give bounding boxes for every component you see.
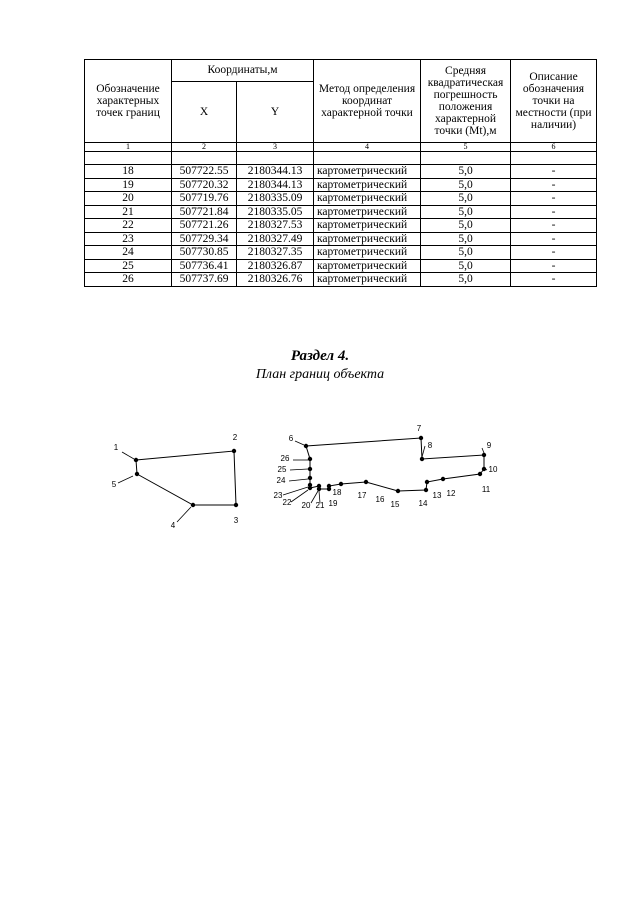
point-label: 21 <box>316 501 325 510</box>
cell-method: картометрический <box>313 272 422 287</box>
leader-line <box>318 490 321 504</box>
cell-y: 2180327.35 <box>235 245 315 260</box>
header-error: Средняя квадратическая погрешность полож… <box>420 59 512 143</box>
contour-2-outline <box>305 437 485 492</box>
point-label: 4 <box>171 521 176 530</box>
coordinates-table: Обозначение характерных точек границ Коо… <box>84 59 598 287</box>
blank-cell <box>510 151 598 165</box>
boundary-point <box>363 479 369 485</box>
boundary-point <box>419 456 425 462</box>
cell-desc: - <box>510 245 598 260</box>
cell-y: 2180326.87 <box>235 258 315 273</box>
point-label: 14 <box>419 499 428 508</box>
boundary-point <box>316 483 322 489</box>
header-method: Метод определения координат характерной … <box>313 59 422 143</box>
leader-line <box>481 447 485 454</box>
leader-line <box>310 490 319 504</box>
leader-line <box>117 475 134 484</box>
contour-1-outline <box>135 450 237 506</box>
leader-line <box>176 506 192 523</box>
point-label: 10 <box>489 465 498 474</box>
boundary-point <box>307 456 313 462</box>
boundary-point <box>326 486 332 492</box>
point-label: 8 <box>428 441 433 450</box>
point-label: 7 <box>417 424 422 433</box>
point-label: 24 <box>277 476 286 485</box>
point-label: 18 <box>333 488 342 497</box>
point-label: 26 <box>281 454 290 463</box>
cell-error: 5,0 <box>420 272 512 287</box>
cell-y: 2180326.76 <box>235 272 315 287</box>
cell-point: 26 <box>84 272 172 287</box>
cell-x: 507736.41 <box>171 258 237 273</box>
blank-cell <box>235 151 315 165</box>
boundary-point <box>338 481 344 487</box>
point-label: 2 <box>233 433 238 442</box>
point-label: 23 <box>274 491 283 500</box>
leader-line <box>290 489 309 503</box>
point-label: 16 <box>376 495 385 504</box>
boundary-point <box>190 502 196 508</box>
point-label: 20 <box>302 501 311 510</box>
boundary-point <box>231 448 237 454</box>
cell-method: картометрический <box>313 258 422 273</box>
blank-row <box>84 151 598 165</box>
point-label: 6 <box>289 434 294 443</box>
point-label: 25 <box>278 465 287 474</box>
boundary-point <box>481 452 487 458</box>
point-label: 5 <box>112 480 117 489</box>
boundary-point <box>440 476 446 482</box>
boundary-point <box>395 488 401 494</box>
boundary-point <box>477 471 483 477</box>
boundary-point <box>133 457 139 463</box>
point-label: 15 <box>391 500 400 509</box>
leader-line <box>282 486 309 496</box>
cell-desc: - <box>510 258 598 273</box>
cell-method: картометрический <box>313 245 422 260</box>
header-y: Y <box>235 81 315 143</box>
leader-line <box>421 445 426 458</box>
section-heading: Раздел 4. <box>290 348 350 364</box>
point-label: 17 <box>358 491 367 500</box>
leader-line <box>121 451 135 460</box>
point-label: 9 <box>487 441 492 450</box>
boundary-point <box>307 482 313 488</box>
boundary-point <box>418 435 424 441</box>
boundary-point <box>307 475 313 481</box>
cell-desc: - <box>510 272 598 287</box>
leader-line <box>289 468 309 471</box>
header-description: Описание обозначения точки на местности … <box>510 59 598 143</box>
section-subheading: План границ объекта <box>255 367 385 382</box>
point-label: 12 <box>447 489 456 498</box>
point-label: 13 <box>433 491 442 500</box>
header-x: X <box>171 81 237 143</box>
leader-line <box>288 478 309 482</box>
point-label: 19 <box>329 499 338 508</box>
boundary-point <box>423 487 429 493</box>
boundary-point <box>307 466 313 472</box>
boundary-point <box>134 471 140 477</box>
boundary-point <box>424 479 430 485</box>
point-label: 22 <box>283 498 292 507</box>
leader-line <box>294 440 305 446</box>
point-label: 11 <box>482 485 491 494</box>
point-label: 3 <box>234 516 239 525</box>
boundary-point <box>481 466 487 472</box>
boundary-point <box>233 502 239 508</box>
boundary-point <box>303 443 309 449</box>
header-point: Обозначение характерных точек границ <box>84 59 172 143</box>
point-label: 1 <box>114 443 119 452</box>
